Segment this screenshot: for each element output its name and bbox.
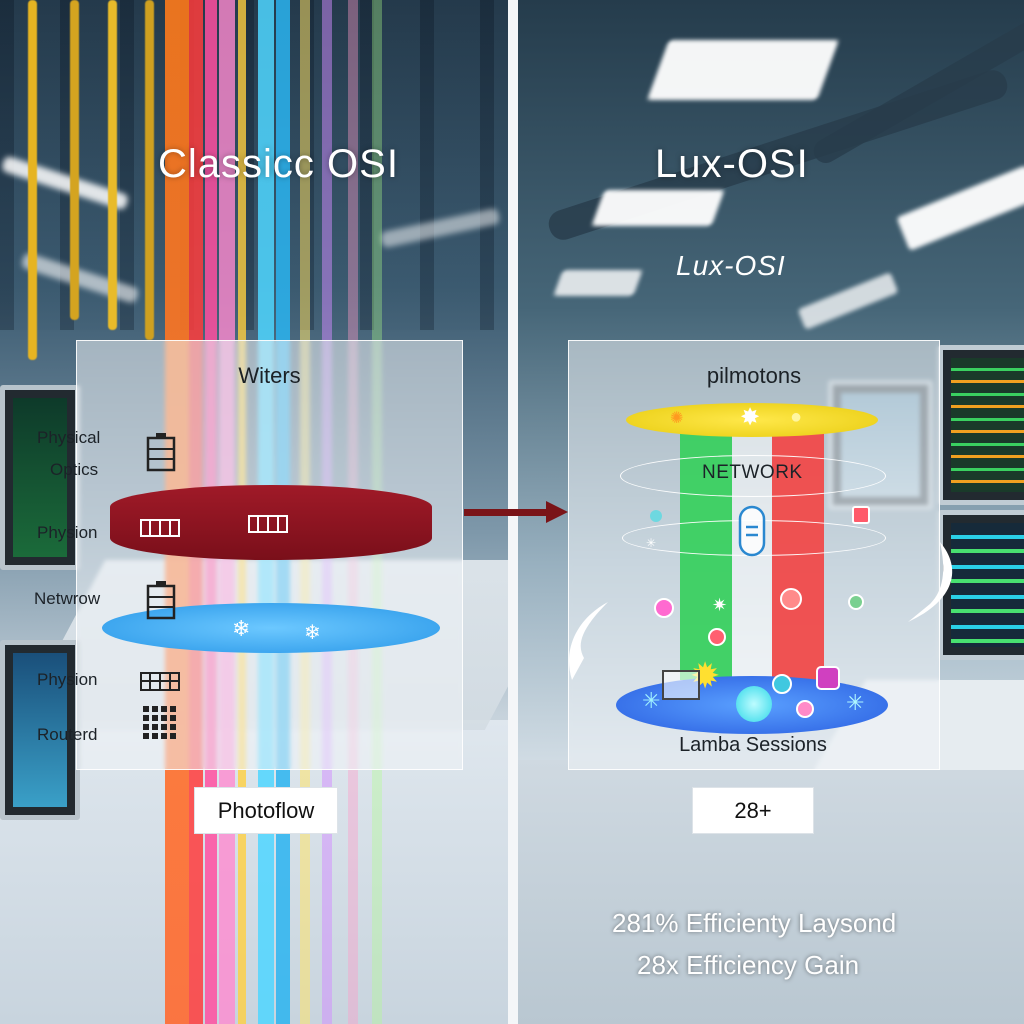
- lab-monitor: [938, 345, 1024, 505]
- panel-header: Witers: [238, 363, 301, 388]
- efficiency-gain-stat: 28x Efficiency Gain: [637, 950, 860, 980]
- grid-icon: [142, 705, 178, 746]
- left-floor: [0, 720, 508, 1024]
- sparkle-icon: ●: [790, 406, 803, 428]
- layer-label: Optics: [50, 460, 99, 479]
- yellow-layer-disc: [626, 403, 878, 437]
- transition-arrow-icon: [464, 500, 570, 529]
- count-chip: 28+: [692, 787, 814, 834]
- yellow-cable: [28, 0, 37, 360]
- red-layer-disc: [110, 485, 432, 560]
- particle-node: [708, 628, 726, 646]
- ceiling-light: [797, 272, 899, 330]
- keyboard-icon: [140, 672, 180, 697]
- battery-icon: [146, 432, 176, 477]
- curved-arrow-icon: [900, 538, 964, 633]
- layer-label: Routerd: [37, 725, 98, 744]
- particle-node: [772, 674, 792, 694]
- layer-label: Physion: [37, 523, 98, 542]
- blue-layer-disc: [102, 603, 440, 653]
- particle-node: [852, 506, 870, 524]
- left-title: Classicc OSI: [158, 142, 399, 186]
- sparkle-icon: ✺: [670, 410, 684, 427]
- panel-header: pilmotons: [706, 363, 802, 388]
- network-label: NETWORK: [702, 462, 803, 483]
- server-rack-icon: [140, 518, 180, 545]
- yellow-cable: [145, 0, 154, 340]
- ceiling-light: [896, 165, 1024, 251]
- sessions-label: Lamba Sessions: [679, 734, 827, 756]
- sparkle-icon: ✷: [712, 595, 728, 615]
- particle-node: [848, 594, 864, 610]
- snowflake-icon: ❄: [232, 616, 251, 641]
- particle-node: [780, 588, 802, 610]
- server-rack-icon: [248, 514, 288, 541]
- device-icon: [662, 670, 700, 700]
- ceiling-light: [591, 190, 725, 226]
- lab-monitor: [938, 510, 1024, 660]
- efficiency-stat: 281% Efficienty Laysond: [612, 908, 897, 938]
- layer-label: Netwrow: [34, 589, 101, 608]
- battery-icon: [146, 580, 176, 625]
- particle-node: [650, 510, 662, 522]
- ceiling-light: [553, 270, 643, 296]
- right-title: Lux-OSI: [655, 142, 809, 186]
- network-ring: [620, 455, 886, 497]
- curved-arrow-icon: [558, 598, 618, 693]
- capsule-icon: [738, 505, 766, 562]
- ceiling-light: [647, 40, 839, 100]
- layer-label: Physical: [37, 428, 101, 447]
- sparkle-icon: ✳: [646, 536, 657, 550]
- yellow-cable: [70, 0, 79, 320]
- particle-node: [796, 700, 814, 718]
- right-subtitle: Lux-OSI: [676, 250, 786, 281]
- photon-orb: [736, 686, 772, 722]
- yellow-cable: [108, 0, 117, 330]
- particle-node: [654, 598, 674, 618]
- photoflow-chip: Photoflow: [194, 787, 338, 834]
- sparkle-icon: ✸: [740, 404, 761, 431]
- particle-node: [816, 666, 840, 690]
- layer-label: Physion: [37, 670, 98, 689]
- snowflake-icon: ❄: [304, 622, 321, 644]
- sparkle-icon: ✳: [642, 688, 661, 713]
- sparkle-icon: ✳: [846, 690, 865, 715]
